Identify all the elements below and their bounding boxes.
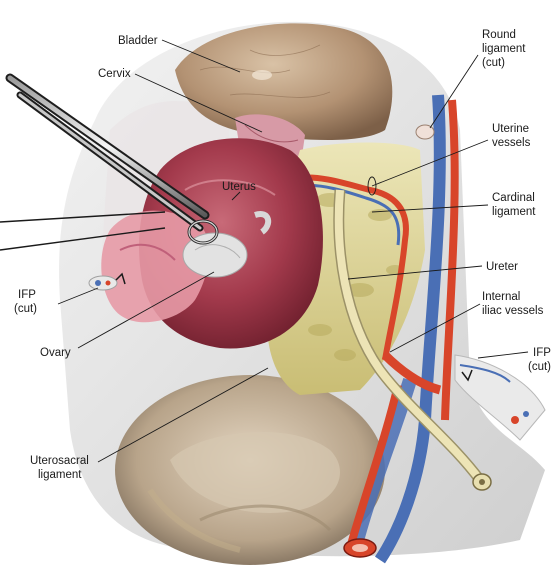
bladder (175, 23, 393, 140)
label-uterus: Uterus (222, 181, 256, 201)
round-ligament-stump (415, 124, 435, 140)
round-ligament-label-3: (cut) (482, 57, 505, 69)
label-bladder: Bladder (118, 35, 241, 73)
uterine-vessels-label-1: Uterine (492, 123, 529, 135)
rectum (115, 375, 385, 565)
round-ligament-label-2: ligament (482, 43, 526, 55)
ovary-label: Ovary (40, 347, 71, 359)
uterine-vessels-label-2: vessels (492, 137, 531, 149)
cervix-label: Cervix (98, 68, 131, 80)
ifp-left-label-1: IFP (18, 289, 36, 301)
suture-lines (0, 211, 166, 251)
cardinal-ligament-label-2: ligament (492, 206, 536, 218)
clamp-instrument (5, 73, 219, 245)
ifp-right-label-2: (cut) (528, 361, 551, 373)
label-cervix: Cervix (98, 68, 263, 133)
label-uterine-vessels: Uterine vessels (367, 123, 531, 196)
ureter (333, 189, 492, 491)
label-ifp-right: IFP (cut) (477, 347, 551, 373)
internal-iliac-label-1: Internal (482, 291, 520, 303)
ureter-label: Ureter (486, 261, 518, 273)
label-ureter: Ureter (347, 261, 518, 280)
cardinal-ligament-label-1: Cardinal (492, 192, 535, 204)
label-ovary: Ovary (40, 271, 215, 359)
label-uterosacral: Uterosacral ligament (30, 367, 269, 481)
bladder-label: Bladder (118, 35, 158, 47)
uterosacral-label-1: Uterosacral (30, 455, 89, 467)
internal-iliac-label-2: iliac vessels (482, 305, 544, 317)
label-ifp-left: IFP (cut) (14, 287, 99, 315)
label-cardinal-ligament: Cardinal ligament (371, 192, 536, 218)
ifp-left (88, 272, 126, 291)
uterus-label: Uterus (222, 181, 256, 193)
label-round-ligament: Round ligament (cut) (429, 29, 526, 129)
ifp-left-label-2: (cut) (14, 303, 37, 315)
ifp-right (454, 354, 546, 441)
round-ligament-label-1: Round (482, 29, 516, 41)
cut-vessel-end (343, 538, 377, 558)
uterosacral-label-2: ligament (38, 469, 82, 481)
label-internal-iliac: Internal iliac vessels (389, 291, 544, 353)
ifp-right-label-1: IFP (533, 347, 551, 359)
uterine-vessels (299, 174, 442, 395)
